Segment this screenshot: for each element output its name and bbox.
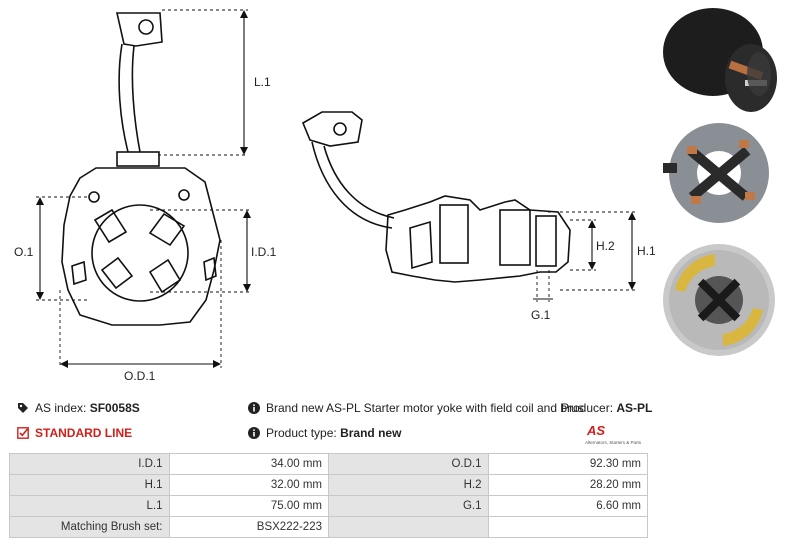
product-info: AS index: SF0058S STANDARD LINE Brand ne…: [0, 398, 800, 448]
spec-value: 6.60 mm: [487, 495, 648, 517]
photo-brush-plate: [663, 123, 769, 223]
lug-hole: [138, 19, 154, 35]
as-pl-logo: AS Alternators, Starters & Parts: [585, 423, 655, 447]
as-index-value: SF0058S: [89, 401, 140, 415]
spec-value: [487, 516, 648, 538]
terminal-lug: [115, 12, 163, 47]
spec-label: G.1: [328, 495, 489, 517]
checkbox-check-icon: [17, 427, 29, 439]
lead-wire: [118, 43, 141, 153]
label-h1: H.1: [637, 244, 655, 258]
description-row: Brand new AS-PL Starter motor yoke with …: [248, 401, 584, 415]
table-row: I.D.1 34.00 mm O.D.1 92.30 mm: [9, 453, 648, 475]
spec-value: 28.20 mm: [487, 474, 648, 496]
side-lug: [301, 111, 363, 147]
label-g1: G.1: [531, 308, 551, 322]
label-id1: I.D.1: [251, 245, 277, 259]
producer-value: AS-PL: [616, 401, 653, 415]
photo-motor-yoke: [663, 8, 777, 112]
standard-line-label: STANDARD LINE: [35, 426, 133, 440]
spec-label: H.1: [9, 474, 170, 496]
label-od1: O.D.1: [124, 369, 156, 383]
info-icon: [248, 402, 260, 414]
spec-value: 92.30 mm: [487, 453, 648, 475]
as-index-row: AS index: SF0058S: [17, 401, 140, 415]
lead-terminal: [116, 151, 160, 167]
table-row: Matching Brush set: BSX222-223: [9, 516, 648, 538]
product-photos: [663, 8, 777, 356]
product-type-label: Product type:: [266, 426, 337, 440]
spec-label: H.2: [328, 474, 489, 496]
spec-label: I.D.1: [9, 453, 170, 475]
spec-value[interactable]: BSX222-223: [168, 516, 329, 538]
producer-row: Producer: AS-PL: [561, 401, 652, 415]
spec-label: O.D.1: [328, 453, 489, 475]
label-l1: L.1: [254, 75, 271, 89]
producer-label: Producer:: [561, 401, 614, 415]
table-row: H.1 32.00 mm H.2 28.20 mm: [9, 474, 648, 496]
spec-value: 34.00 mm: [168, 453, 329, 475]
technical-drawing: L.1 O.1 I.D.1 O.D.1 H.1 H.2 G.1: [14, 9, 655, 383]
tag-icon: [17, 402, 29, 414]
spec-label: L.1: [9, 495, 170, 517]
spec-value: 32.00 mm: [168, 474, 329, 496]
inner-circle: [91, 204, 189, 302]
logo-tagline: Alternators, Starters & Parts: [585, 440, 642, 445]
as-index-label: AS index:: [35, 401, 87, 415]
description-text: Brand new AS-PL Starter motor yoke with …: [266, 401, 584, 415]
photo-field-coil: [663, 244, 775, 356]
front-body: [61, 167, 221, 326]
logo-mark: AS: [587, 423, 606, 438]
product-type-value: Brand new: [340, 426, 402, 440]
product-type-row: Product type: Brand new: [248, 426, 401, 440]
side-body: [385, 195, 571, 283]
label-o1: O.1: [14, 245, 34, 259]
spec-value: 75.00 mm: [168, 495, 329, 517]
standard-line-row: STANDARD LINE: [17, 426, 132, 440]
table-row: L.1 75.00 mm G.1 6.60 mm: [9, 495, 648, 517]
spec-label: [328, 516, 489, 538]
info-icon: [248, 427, 260, 439]
label-h2: H.2: [596, 239, 615, 253]
side-lead: [311, 141, 395, 229]
specification-table: I.D.1 34.00 mm O.D.1 92.30 mm H.1 32.00 …: [9, 453, 648, 538]
spec-label: Matching Brush set:: [9, 516, 170, 538]
